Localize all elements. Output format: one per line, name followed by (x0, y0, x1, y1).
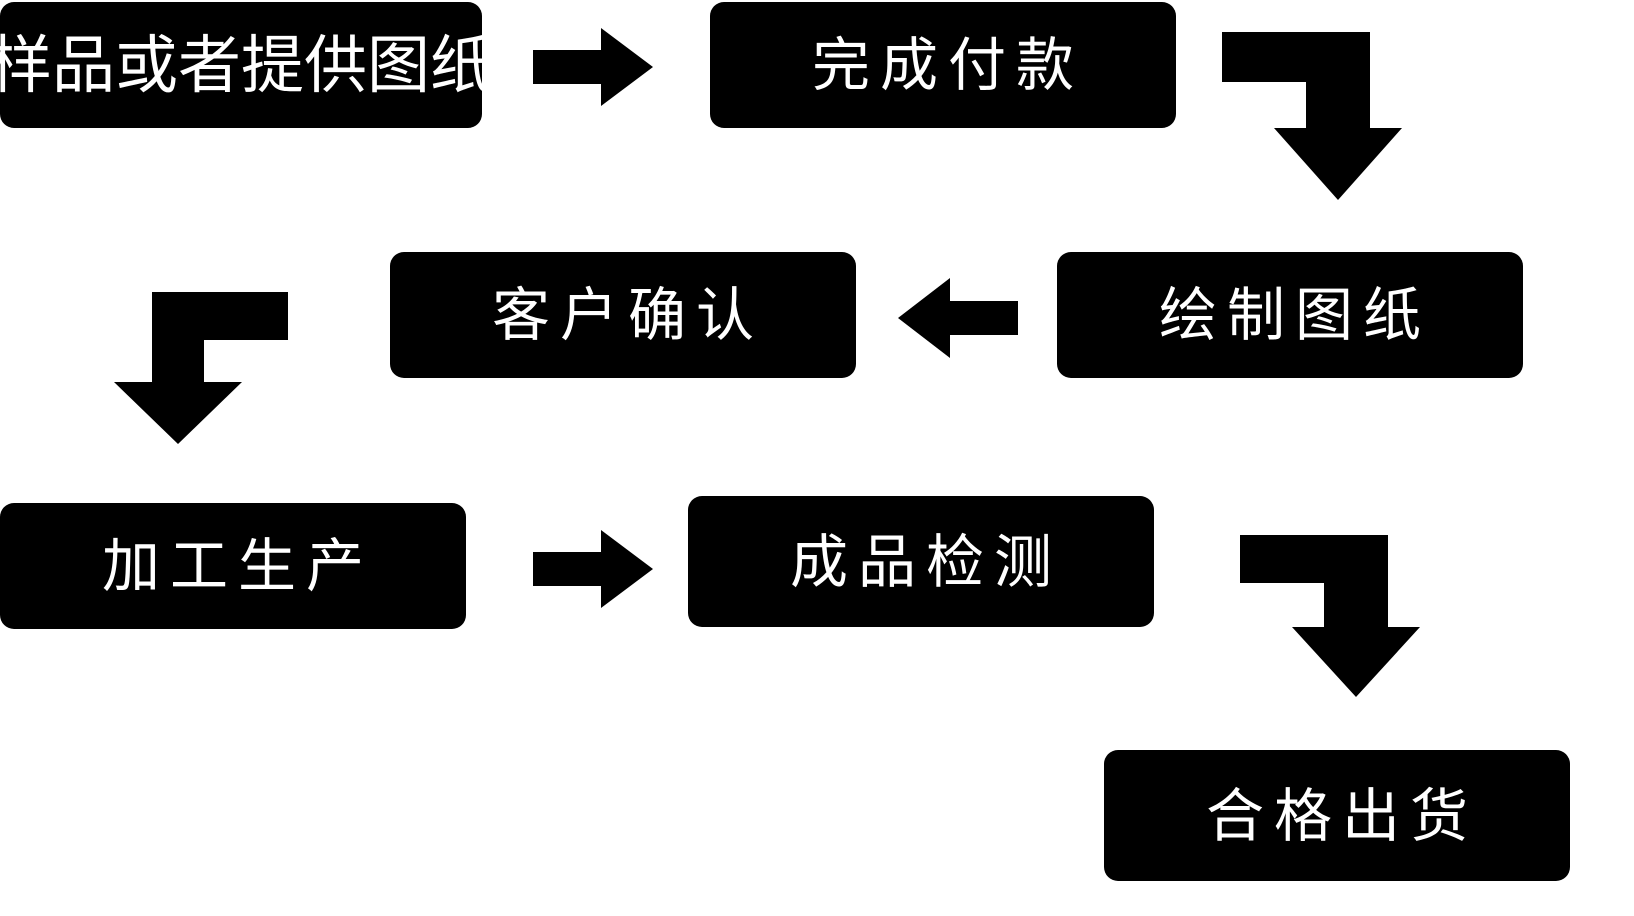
flow-node-production[interactable]: 加工生产 (0, 503, 466, 629)
flow-node-confirm-label: 客户确认 (491, 281, 764, 349)
arrow-right-icon (533, 530, 653, 608)
flow-node-shipment-label: 合格出货 (1205, 781, 1478, 850)
elbow-arrow-down-icon (112, 292, 288, 444)
flow-node-drawing-label: 绘制图纸 (1158, 281, 1431, 349)
elbow-arrow-down-icon (1222, 32, 1402, 200)
flow-node-payment[interactable]: 完成付款 (710, 2, 1176, 128)
flow-node-shipment[interactable]: 合格出货 (1104, 750, 1570, 881)
arrow-right-icon (533, 28, 653, 106)
flow-node-sample-label: 样品或者提供图纸 (0, 28, 493, 102)
arrow-left-icon (898, 278, 1018, 358)
flow-node-production-label: 加工生产 (101, 532, 374, 600)
flow-node-confirm[interactable]: 客户确认 (390, 252, 856, 378)
flow-node-inspection[interactable]: 成品检测 (688, 496, 1154, 627)
flow-node-drawing[interactable]: 绘制图纸 (1057, 252, 1523, 378)
elbow-arrow-down-icon (1240, 535, 1420, 697)
flow-node-sample[interactable]: 样品或者提供图纸 (0, 2, 493, 128)
flow-node-payment-label: 完成付款 (811, 31, 1084, 99)
flow-node-inspection-label: 成品检测 (789, 527, 1062, 596)
